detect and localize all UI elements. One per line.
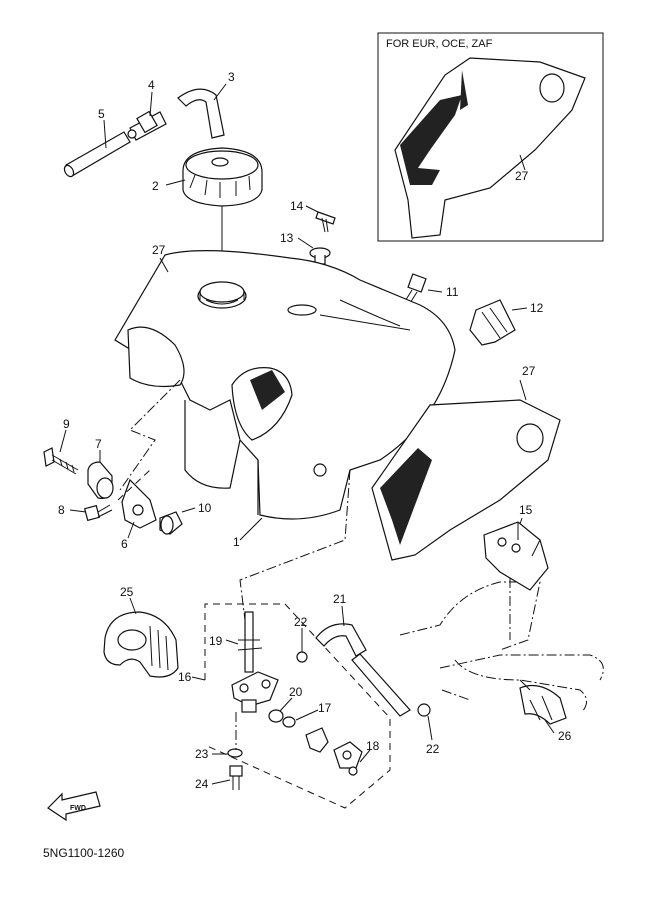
label-15: 15 [519, 503, 533, 517]
clamp-22-right [417, 703, 431, 717]
bolt-11 [401, 273, 427, 309]
label-21: 21 [333, 592, 347, 606]
label-16: 16 [178, 670, 192, 684]
label-24: 24 [195, 777, 209, 791]
label-25: 25 [120, 585, 134, 599]
label-12: 12 [530, 301, 544, 315]
bolt-9 [43, 447, 79, 475]
lever-part [305, 727, 329, 753]
side-decal-27 [371, 399, 561, 561]
label-18: 18 [366, 739, 380, 753]
damper-15 [483, 521, 549, 591]
bracket-6 [117, 469, 157, 529]
forward-arrow-label: FWD [70, 805, 86, 812]
screw-24 [229, 765, 243, 790]
inset-panel: FOR EUR, OCE, ZAF 27 [377, 32, 604, 242]
label-26: 26 [558, 729, 572, 743]
clamp-22-left [296, 651, 308, 663]
label-22-right: 22 [426, 742, 440, 756]
washer-23 [227, 748, 243, 758]
fuel-cap-2 [182, 147, 263, 207]
label-23: 23 [195, 747, 209, 761]
label-22-left: 22 [294, 615, 308, 629]
plate-18 [333, 741, 363, 776]
label-20: 20 [289, 685, 303, 699]
label-10: 10 [198, 501, 212, 515]
frame-reference [399, 581, 604, 713]
label-4: 4 [148, 78, 155, 92]
fuel-cock-body [231, 611, 279, 713]
label-6: 6 [121, 537, 128, 551]
label-1: 1 [233, 535, 240, 549]
label-19: 19 [209, 634, 223, 648]
forward-arrow-icon: FWD [47, 791, 101, 822]
label-27-inset: 27 [515, 169, 529, 183]
pipe-5 [63, 131, 131, 178]
label-14: 14 [290, 199, 304, 213]
label-27-side: 27 [522, 364, 536, 378]
o-ring-20 [268, 709, 284, 723]
filter-19 [237, 639, 263, 651]
cover-25 [103, 611, 179, 678]
fuel-cock-assembly-16 [204, 603, 391, 809]
label-2: 2 [152, 179, 159, 193]
label-8: 8 [58, 503, 65, 517]
fitting-4 [127, 110, 167, 141]
bolt-8 [83, 504, 113, 522]
clip-12 [469, 299, 516, 346]
screw-14 [315, 211, 336, 233]
grommet-13 [309, 247, 331, 265]
collar-10 [159, 511, 183, 535]
label-7: 7 [95, 437, 102, 451]
label-3: 3 [228, 70, 235, 84]
inset-decal-graphic [394, 57, 586, 239]
label-9: 9 [63, 417, 70, 431]
diagram-code: 5NG1100-1260 [43, 846, 124, 860]
fuel-hose-21 [315, 623, 411, 717]
label-17: 17 [318, 701, 332, 715]
inset-title: FOR EUR, OCE, ZAF [386, 38, 493, 50]
label-11: 11 [446, 285, 459, 299]
fuel-tank-1 [114, 250, 456, 520]
guard-26 [519, 685, 567, 725]
damper-7 [87, 461, 114, 499]
hose-3 [177, 88, 225, 139]
label-5: 5 [98, 107, 105, 121]
o-ring-17 [282, 716, 296, 728]
label-13: 13 [280, 231, 294, 245]
label-27-tank: 27 [152, 243, 166, 257]
